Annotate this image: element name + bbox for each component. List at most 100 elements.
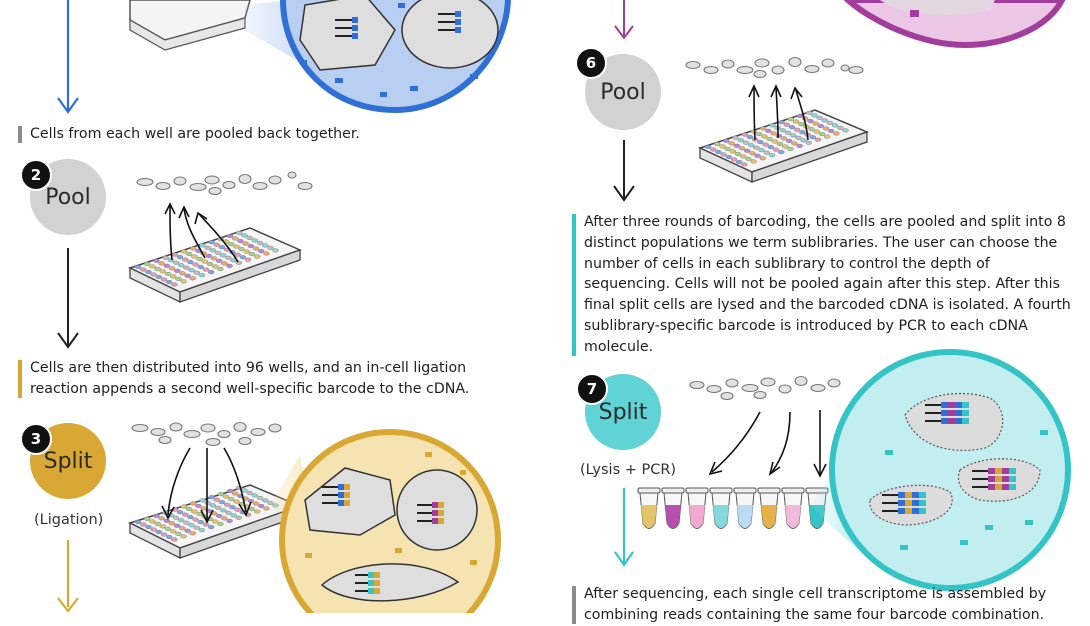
plate-well [246,490,253,495]
plate-well [168,266,176,271]
plate-well [191,509,198,514]
plate-well [769,123,776,128]
plate-well [254,509,261,514]
plate-well [766,136,773,141]
plate-well [219,508,227,513]
plate-well [750,159,757,164]
plate-well [217,267,224,272]
plate-well [154,521,161,526]
plate-well [787,117,794,122]
plate-well [226,518,233,523]
plate-well [208,495,215,500]
plate-well [252,246,260,251]
plate-well [778,120,785,125]
plate-well [758,148,765,153]
flow-arrow-gold [57,540,79,613]
plate-well [778,150,785,155]
plate-well [246,235,253,240]
plate-well [169,529,177,534]
cells-cluster-step7 [689,375,841,401]
plate-well [143,516,151,521]
plate-well [244,257,252,262]
plate-well [227,497,235,502]
plate-step6 [697,109,870,184]
plate-well [179,526,186,531]
pcr-tube-row [637,487,829,529]
plate-well [242,241,249,246]
split-arrows-step7 [708,410,827,478]
plate-well [193,525,201,530]
plate-well [818,132,826,137]
plate-well [185,507,193,512]
cells-cluster-step6 [685,56,864,79]
plate-well [842,128,849,133]
step2-number-badge: 2 [20,159,52,191]
plate-well [734,151,742,156]
plate-well [256,495,264,500]
barcode-block [1002,476,1009,482]
plate-well [139,267,147,272]
plate-well [791,141,798,146]
plate-well [171,252,179,257]
plate-well [251,493,259,498]
plate-well [217,492,225,497]
plate-well [753,145,760,150]
barcode-block [912,508,919,514]
pcr-tube [757,487,781,529]
plate-well [150,527,157,532]
plate-well [163,263,171,268]
plate-well [251,238,259,243]
plate-well [749,151,756,156]
step7-number: 7 [586,380,598,398]
plate-well [800,138,807,143]
plate-well [252,501,260,506]
plate-well [202,522,210,527]
plate-well [160,532,168,537]
plate-well [149,264,156,269]
plate-well [198,273,206,278]
plate-well [772,147,780,152]
plate-well [262,498,269,503]
plate-well [211,264,219,269]
plate-well [207,270,215,275]
pcr-tube [733,487,757,529]
plate-well [262,243,269,248]
plate-well [175,276,182,281]
plate-well [263,506,270,511]
plate-well [258,248,265,253]
barcode-block [995,468,1002,474]
plate-well [154,266,161,271]
barcode-block [941,402,948,408]
plate-well [732,135,739,140]
zoom-circle-blue [280,0,511,114]
plate-well [191,254,198,259]
plate-well [813,129,820,134]
plate-well [221,516,228,521]
plate-well [767,145,774,150]
plate-well [272,248,279,253]
caption-sublibraries-text: After three rounds of barcoding, the cel… [584,214,1071,355]
plate-well [814,137,822,142]
plate-well [754,153,761,158]
plate-well [756,131,763,136]
pcr-tube [637,487,661,529]
step6-number-badge: 6 [575,47,607,79]
plate-well [176,510,184,515]
plate-well [776,141,784,146]
flow-arrow-blue [57,0,79,114]
plate-well [227,242,235,247]
barcode-block [988,476,995,482]
zoom-circle-teal [829,349,1071,591]
plate-well [207,525,215,530]
plate-well [733,143,740,148]
plate-well [828,128,835,133]
plate-well [155,275,163,280]
plate-well [155,530,163,535]
barcode-block [948,402,955,408]
step7-number-badge: 7 [576,373,608,405]
plate-well [206,262,214,267]
plate-well [267,245,274,250]
plate-well [219,253,227,258]
caption-ligation: Cells are then distributed into 96 wells… [18,358,500,400]
plate-well [187,515,194,520]
